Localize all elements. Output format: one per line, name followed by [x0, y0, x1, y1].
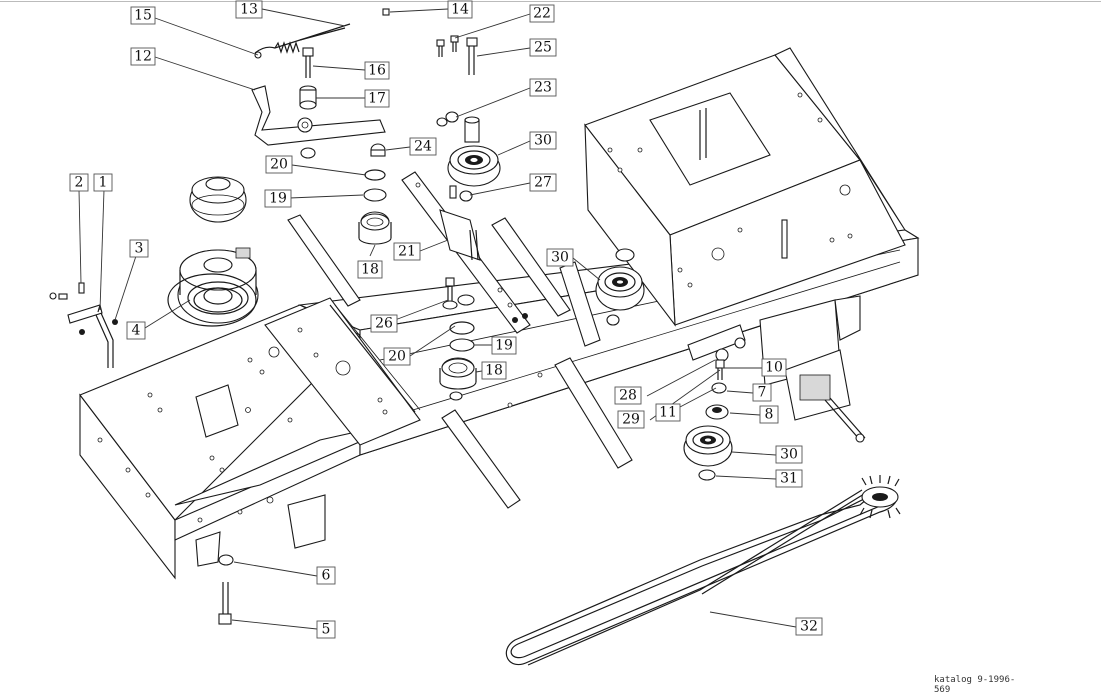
idler-arm: [251, 8, 390, 159]
callout-label: 20: [388, 349, 406, 365]
callout-label: 13: [240, 2, 258, 18]
callout-31: 31: [775, 469, 803, 488]
callout-27: 27: [529, 173, 557, 192]
callout-20a: 20: [265, 155, 293, 174]
callout-label: 2: [75, 175, 84, 191]
callout-13: 13: [235, 0, 263, 19]
callout-19a: 19: [264, 189, 292, 208]
callout-label: 24: [414, 139, 432, 155]
callout-label: 17: [368, 91, 386, 107]
callout-2: 2: [69, 173, 89, 192]
callout-30b: 30: [546, 248, 574, 267]
callout-18b: 18: [481, 361, 507, 380]
callout-label: 22: [533, 6, 551, 22]
callout-label: 20: [270, 157, 288, 173]
callout-21: 21: [393, 242, 421, 261]
callout-label: 7: [758, 385, 767, 401]
electric-clutch: [167, 247, 259, 327]
callout-6: 6: [316, 566, 336, 585]
callout-label: 6: [322, 568, 331, 584]
callout-23: 23: [529, 78, 557, 97]
callout-17: 17: [364, 89, 390, 108]
callout-20b: 20: [383, 347, 411, 366]
callout-label: 15: [134, 8, 152, 24]
callout-30c: 30: [775, 445, 803, 464]
rear-housing: [584, 47, 906, 327]
lower-linkage: [687, 324, 746, 420]
callout-label: 19: [269, 191, 287, 207]
hardware-bolts: [436, 35, 480, 202]
callout-label: 4: [132, 323, 141, 339]
lower-idler-stack: [439, 277, 477, 401]
callout-16: 16: [364, 61, 390, 80]
bottom-bolt: [218, 554, 234, 625]
drive-belt: [505, 475, 901, 666]
callout-label: 1: [99, 175, 108, 191]
callout-label: 11: [659, 405, 677, 421]
callout-8: 8: [759, 405, 779, 424]
callout-label: 16: [368, 63, 386, 79]
idler-pulley-upper: [447, 145, 501, 187]
callout-label: 14: [451, 2, 469, 18]
clutch-bracket: [49, 282, 118, 368]
callout-24: 24: [409, 137, 437, 156]
callout-label: 12: [134, 49, 152, 65]
callout-label: 19: [495, 338, 513, 354]
callout-label: 3: [135, 241, 144, 257]
idler-pulley-lower: [683, 425, 733, 481]
callout-14: 14: [447, 0, 473, 19]
callout-26: 26: [370, 314, 398, 333]
callout-7: 7: [752, 383, 772, 402]
catalog-line-2: 569: [934, 685, 951, 695]
callout-label: 18: [485, 363, 503, 379]
callout-label: 32: [800, 619, 818, 635]
idler-pulley-middle: [595, 248, 645, 326]
center-idler-stack: [358, 143, 392, 245]
callout-label: 10: [765, 360, 783, 376]
callout-18a: 18: [357, 260, 383, 279]
callout-29: 29: [617, 410, 645, 429]
callout-label: 8: [765, 407, 774, 423]
callout-label: 30: [780, 447, 798, 463]
callout-label: 26: [375, 316, 393, 332]
callout-label: 23: [534, 80, 552, 96]
callout-15: 15: [130, 6, 156, 25]
callout-25: 25: [529, 38, 557, 57]
callout-19b: 19: [491, 336, 517, 355]
catalog-line-1: katalog 9-1996-: [934, 675, 1016, 685]
callout-32: 32: [795, 617, 823, 636]
callout-28: 28: [614, 386, 642, 405]
callout-4: 4: [126, 321, 146, 340]
callout-30a: 30: [529, 131, 557, 150]
callout-label: 28: [619, 388, 637, 404]
idler-bracket: [401, 171, 531, 334]
callout-label: 30: [551, 250, 569, 266]
main-frame: [79, 214, 920, 580]
callout-label: 18: [361, 262, 379, 278]
callout-3: 3: [129, 239, 149, 258]
callout-label: 30: [534, 133, 552, 149]
catalog-reference: katalog 9-1996- 569: [934, 675, 1044, 695]
callout-12: 12: [130, 47, 156, 66]
callout-label: 31: [780, 471, 798, 487]
upper-left-pulley: [189, 176, 247, 223]
callout-label: 21: [398, 244, 416, 260]
callout-label: 25: [534, 40, 552, 56]
callout-5: 5: [316, 620, 336, 639]
callout-22: 22: [529, 4, 555, 23]
callout-label: 27: [534, 175, 552, 191]
callout-11: 11: [655, 403, 681, 422]
callout-label: 29: [622, 412, 640, 428]
callout-10: 10: [761, 358, 787, 377]
callout-label: 5: [322, 622, 331, 638]
callout-1: 1: [93, 173, 113, 192]
